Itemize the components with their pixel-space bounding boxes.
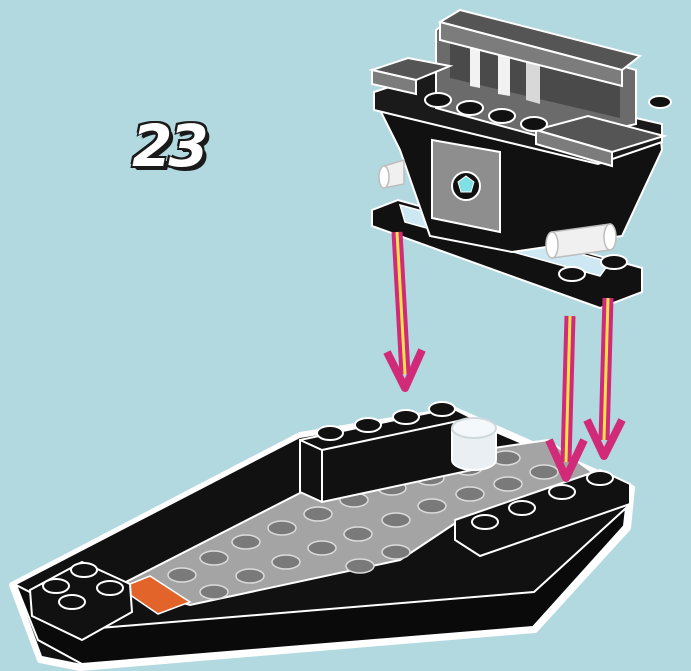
cabin-assembly [372,10,671,308]
boat-hull [12,402,632,668]
down-arrow-icon [587,298,622,456]
down-arrow-icon [549,316,584,478]
cabin-cylinder-left [379,160,404,188]
step-number: 23 [132,112,205,180]
down-arrow-icon [387,232,422,388]
clear-cylinder [452,418,496,470]
